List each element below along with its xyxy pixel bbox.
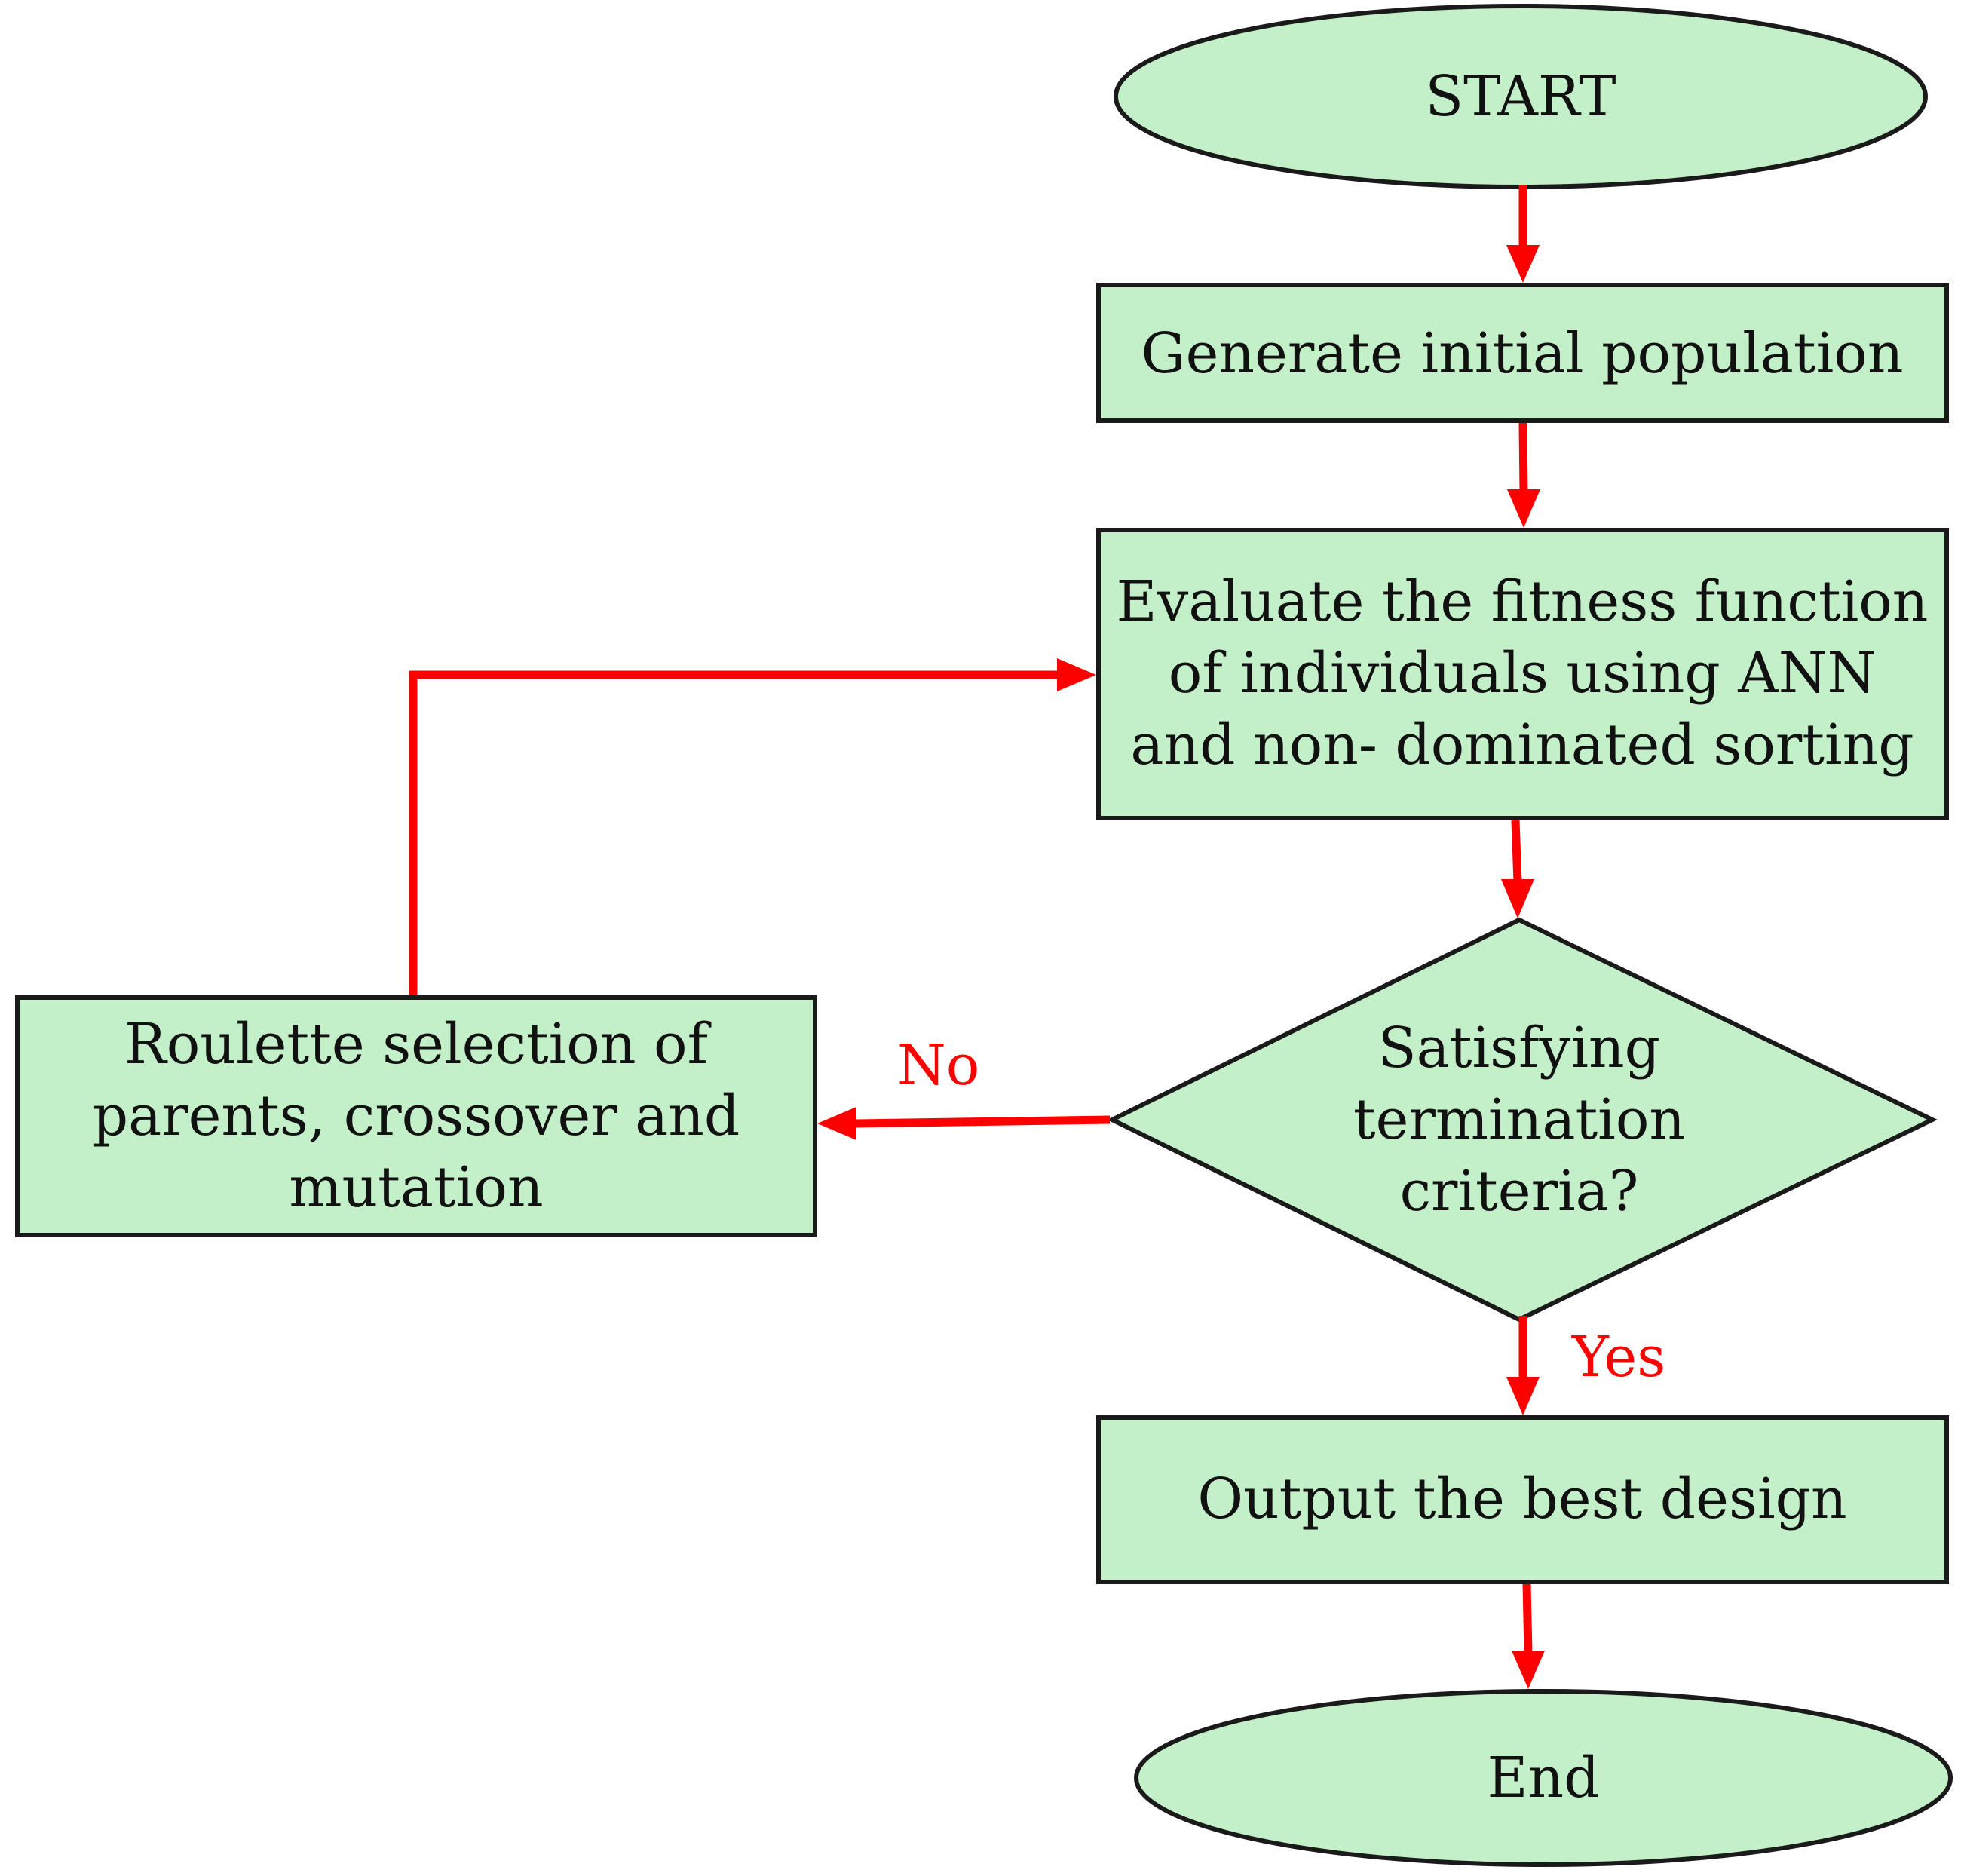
start-label: START [1425, 64, 1616, 129]
arrow-decision-to-output [1506, 1316, 1540, 1415]
yes-branch-label: Yes [1571, 1325, 1665, 1390]
end-node: End [1134, 1689, 1953, 1867]
output-best-design-node: Output the best design [1096, 1415, 1949, 1584]
arrow-evaluate-to-decision [1501, 820, 1534, 918]
arrow-start-to-generate [1506, 185, 1540, 283]
no-branch-label: No [897, 1033, 979, 1098]
start-node: START [1114, 4, 1928, 189]
arrow-decision-to-selection [817, 1107, 1111, 1140]
selection-line-1: Roulette selection of [124, 1012, 712, 1077]
arrow-selection-to-evaluate [409, 658, 1096, 995]
decision-line-1: Satisfying [1378, 1016, 1660, 1081]
generate-population-node: Generate initial population [1096, 283, 1949, 423]
evaluate-fitness-node: Evaluate the fitness function of individ… [1096, 528, 1949, 820]
selection-line-3: mutation [289, 1155, 543, 1220]
evaluate-fitness-line-1: Evaluate the fitness function [1117, 569, 1929, 634]
decision-line-3: criteria? [1400, 1159, 1639, 1224]
output-best-design-label: Output the best design [1197, 1467, 1846, 1531]
roulette-selection-node: Roulette selection of parents, crossover… [15, 995, 817, 1237]
arrow-output-to-end [1512, 1583, 1545, 1689]
decision-line-2: termination [1353, 1087, 1685, 1152]
generate-population-label: Generate initial population [1141, 321, 1904, 386]
termination-decision-node: Satisfying termination criteria? [1107, 917, 1938, 1323]
evaluate-fitness-line-3: and non- dominated sorting [1130, 713, 1914, 777]
evaluate-fitness-line-2: of individuals using ANN [1169, 641, 1876, 706]
end-label: End [1487, 1746, 1599, 1810]
arrow-generate-to-evaluate [1507, 422, 1540, 528]
selection-line-2: parents, crossover and [93, 1084, 740, 1148]
